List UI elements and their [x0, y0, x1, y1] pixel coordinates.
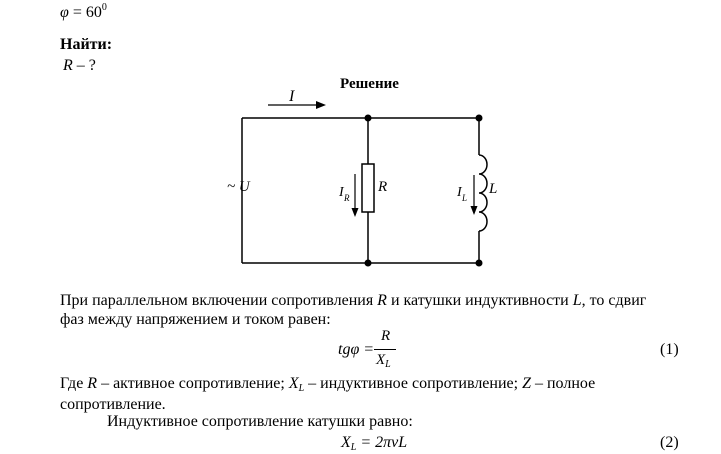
p2-part2: – активное сопротивление; [101, 375, 285, 392]
formula1-number: (1) [660, 341, 679, 358]
paragraph2-line1: Где R – активное сопротивление; XL – инд… [60, 375, 595, 394]
coil-current-sub: L [461, 193, 467, 203]
p2-symbol-x: X [288, 375, 299, 392]
fraction-bar [374, 349, 396, 350]
formula1-denominator: XL [376, 352, 391, 370]
p2-part3: – индуктивное сопротивление; [308, 375, 519, 392]
junction-dot [364, 259, 372, 267]
resistor-label: R [377, 179, 387, 195]
formula2-lhs: X [341, 434, 351, 451]
current-label: I [288, 88, 295, 105]
degree-mark: 0 [101, 2, 107, 13]
current-arrow-head [316, 101, 326, 109]
p1-part2: и катушки индуктивности [390, 292, 569, 309]
equals-sign: = [72, 4, 82, 21]
resistor-body [361, 163, 375, 213]
phi-symbol: φ [60, 4, 69, 21]
p2-symbol-z: Z [522, 375, 531, 392]
find-symbol: R [63, 57, 73, 74]
formula2-rhs: = 2πνL [360, 434, 408, 451]
formula1-lhs: tgφ = [338, 341, 375, 358]
paragraph1-line1: При параллельном включении сопротивления… [60, 292, 646, 310]
resistor-current-arrow-head [351, 208, 359, 217]
p1-symbol-r: R [377, 292, 387, 309]
junction-dot [364, 114, 372, 122]
p1-part3: , то сдвиг [581, 292, 647, 309]
p1-symbol-l: L [572, 292, 582, 309]
p1-part1: При параллельном включении сопротивления [60, 292, 374, 309]
p2-symbol-r: R [87, 375, 98, 392]
junction-dot [475, 259, 483, 267]
coil-current-label: I [456, 185, 463, 200]
solution-title: Решение [340, 76, 399, 92]
coil-label: L [488, 181, 497, 197]
paragraph2-line2: сопротивление. [60, 396, 166, 413]
coil-windings [478, 154, 488, 232]
given-phi: φ = 600 [60, 2, 107, 22]
p2-symbol-x-sub: L [298, 383, 305, 394]
source-label: ~ U [227, 179, 251, 195]
p2-part1: Где [60, 375, 84, 392]
resistor-current-label: I [338, 185, 345, 200]
formula1-numerator: R [381, 328, 391, 344]
find-item: R – ? [63, 57, 96, 75]
junction-dot [475, 114, 483, 122]
paragraph1-line2: фаз между напряжением и током равен: [60, 311, 331, 328]
find-label: Найти: [60, 36, 113, 53]
coil-current-arrow-head [470, 206, 478, 215]
paragraph3: Индуктивное сопротивление катушки равно: [107, 413, 413, 430]
denominator-x: X [376, 352, 386, 368]
phi-value: 60 [85, 4, 102, 21]
formula2: XL = 2πνL [341, 434, 407, 453]
p2-part4: – полное [534, 375, 596, 392]
find-rest: – ? [76, 57, 96, 74]
formula2-lhs-sub: L [350, 442, 357, 453]
resistor-current-sub: R [343, 193, 350, 203]
denominator-sub: L [385, 359, 391, 370]
formula2-number: (2) [660, 434, 679, 451]
